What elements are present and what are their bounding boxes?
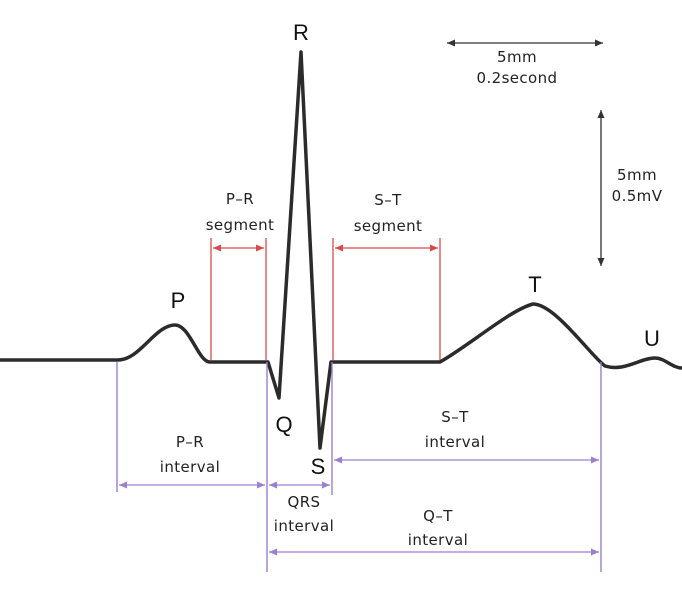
pr-interval-marker: P–R interval xyxy=(119,433,265,489)
voltage-scale-mm: 5mm xyxy=(617,166,657,184)
pr-segment-label-1: P–R xyxy=(226,190,254,208)
time-scale-seconds: 0.2second xyxy=(477,69,558,87)
voltage-scale-mv: 0.5mV xyxy=(612,187,663,205)
wave-label-r: R xyxy=(293,20,309,45)
st-interval-label-1: S–T xyxy=(441,408,469,426)
interval-guides xyxy=(116,362,602,572)
ecg-waveform-trace xyxy=(0,50,682,450)
time-scale-mm: 5mm xyxy=(497,48,537,66)
st-interval-marker: S–T interval xyxy=(334,408,599,464)
wave-label-s: S xyxy=(311,454,326,479)
pr-interval-label-1: P–R xyxy=(176,433,204,451)
qt-interval-label-1: Q–T xyxy=(423,507,453,525)
voltage-scale-reference: 5mm 0.5mV xyxy=(597,110,663,266)
st-segment-label-1: S–T xyxy=(374,191,402,209)
pr-segment-marker: P–R segment xyxy=(206,190,275,360)
pr-segment-label-2: segment xyxy=(206,216,275,234)
st-interval-label-2: interval xyxy=(425,433,485,451)
wave-label-q: Q xyxy=(275,412,292,437)
st-segment-marker: S–T segment xyxy=(332,191,441,360)
qrs-interval-marker: QRS interval xyxy=(269,481,334,535)
wave-label-u: U xyxy=(644,326,660,351)
qrs-interval-label-1: QRS xyxy=(288,493,321,511)
wave-label-t: T xyxy=(528,272,541,297)
qt-interval-label-2: interval xyxy=(408,531,468,549)
qt-interval-marker: Q–T interval xyxy=(269,507,599,556)
qrs-interval-label-2: interval xyxy=(274,517,334,535)
wave-label-p: P xyxy=(171,288,186,313)
st-segment-label-2: segment xyxy=(354,217,423,235)
pr-interval-label-2: interval xyxy=(160,458,220,476)
time-scale-reference: 5mm 0.2second xyxy=(447,39,603,87)
